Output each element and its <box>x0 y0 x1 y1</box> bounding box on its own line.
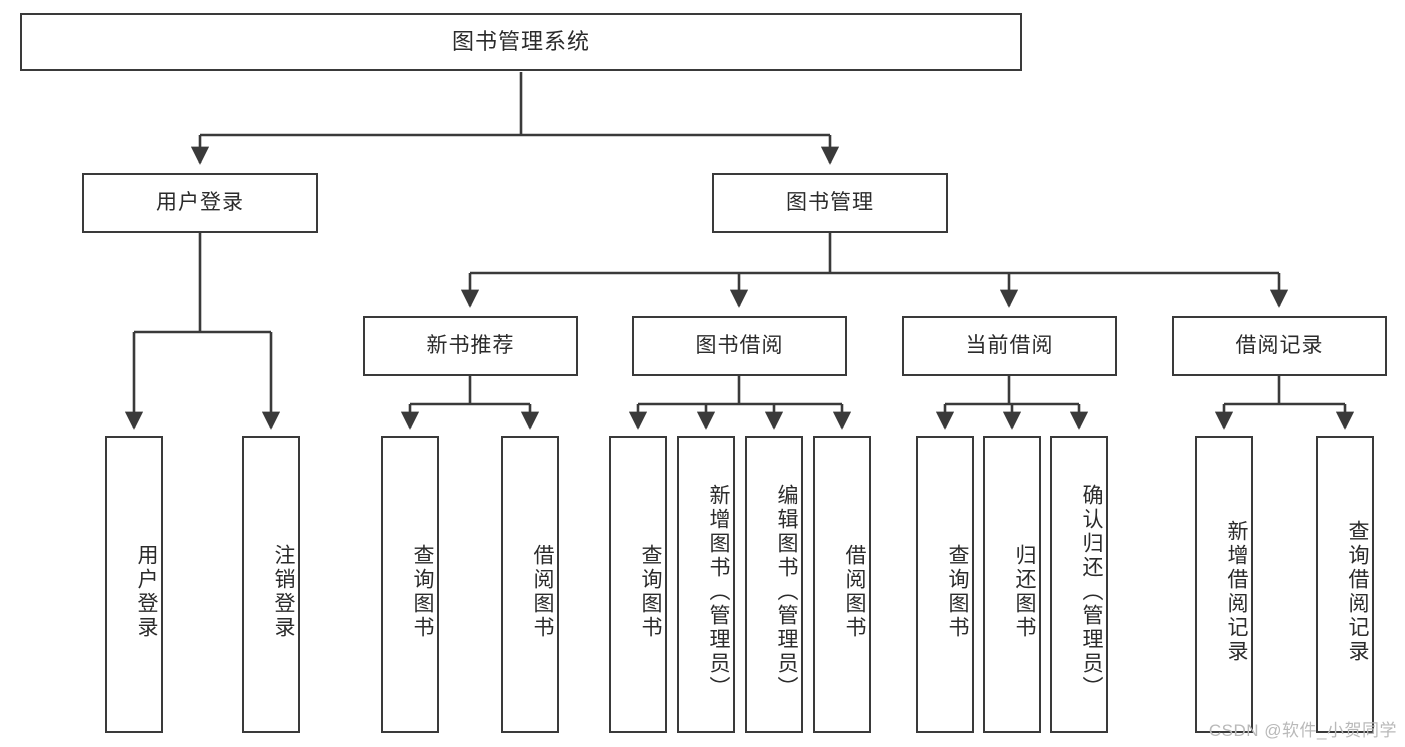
leaf-label: 借阅图书 <box>531 543 554 640</box>
node-leaf-borrow-book-2[interactable]: 借阅图书 <box>813 436 871 733</box>
leaf-label: 新增借阅记录 <box>1225 519 1248 664</box>
leaf-label: 用户登录 <box>135 543 158 640</box>
node-leaf-query-record[interactable]: 查询借阅记录 <box>1316 436 1374 733</box>
node-leaf-query-book-2[interactable]: 查询图书 <box>609 436 667 733</box>
leaf-label: 查询图书 <box>639 543 662 640</box>
node-leaf-user-login[interactable]: 用户登录 <box>105 436 163 733</box>
leaf-label: 查询图书 <box>946 543 969 640</box>
node-leaf-add-record[interactable]: 新增借阅记录 <box>1195 436 1253 733</box>
node-root[interactable]: 图书管理系统 <box>20 13 1022 71</box>
node-book-management[interactable]: 图书管理 <box>712 173 948 233</box>
node-current-borrow[interactable]: 当前借阅 <box>902 316 1117 376</box>
node-leaf-confirm-return[interactable]: 确认归还（管理员） <box>1050 436 1108 733</box>
node-leaf-query-book-1[interactable]: 查询图书 <box>381 436 439 733</box>
node-new-book-recommend[interactable]: 新书推荐 <box>363 316 578 376</box>
leaf-label: 注销登录 <box>272 543 295 640</box>
leaf-label: 查询图书 <box>411 543 434 640</box>
node-user-login[interactable]: 用户登录 <box>82 173 318 233</box>
node-leaf-edit-book[interactable]: 编辑图书（管理员） <box>745 436 803 733</box>
leaf-label: 查询借阅记录 <box>1346 519 1369 664</box>
node-leaf-query-book-3[interactable]: 查询图书 <box>916 436 974 733</box>
leaf-label: 归还图书 <box>1013 543 1036 640</box>
leaf-label: 新增图书（管理员） <box>707 483 730 700</box>
leaf-label: 借阅图书 <box>843 543 866 640</box>
node-book-borrow[interactable]: 图书借阅 <box>632 316 847 376</box>
node-borrow-record[interactable]: 借阅记录 <box>1172 316 1387 376</box>
leaf-label: 编辑图书（管理员） <box>775 483 798 700</box>
leaf-label: 确认归还（管理员） <box>1080 483 1103 700</box>
watermark-text: CSDN @软件_小贺同学 <box>1208 721 1397 740</box>
node-leaf-return-book[interactable]: 归还图书 <box>983 436 1041 733</box>
node-leaf-borrow-book-1[interactable]: 借阅图书 <box>501 436 559 733</box>
node-leaf-user-logout[interactable]: 注销登录 <box>242 436 300 733</box>
node-leaf-add-book[interactable]: 新增图书（管理员） <box>677 436 735 733</box>
